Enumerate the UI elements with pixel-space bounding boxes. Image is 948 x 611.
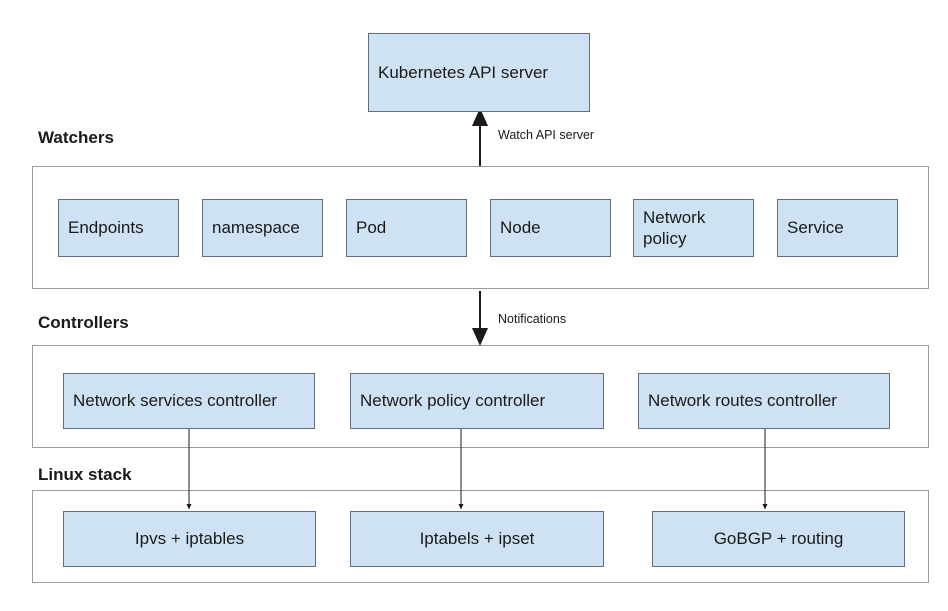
watcher-namespace: namespace bbox=[202, 199, 323, 257]
watcher-endpoints: Endpoints bbox=[58, 199, 179, 257]
kubernetes-api-server-label: Kubernetes API server bbox=[378, 62, 549, 82]
controllers-heading: Controllers bbox=[38, 313, 129, 332]
iptables-ipset-box: Iptabels + ipset bbox=[350, 511, 604, 567]
network-policy-controller: Network policy controller bbox=[350, 373, 604, 429]
ipvs-iptables-box: Ipvs + iptables bbox=[63, 511, 316, 567]
watcher-pod: Pod bbox=[346, 199, 467, 257]
linux-stack-heading: Linux stack bbox=[38, 465, 132, 484]
watch-api-label: Watch API server bbox=[498, 128, 595, 142]
network-routes-controller: Network routes controller bbox=[638, 373, 890, 429]
watcher-service: Service bbox=[777, 199, 898, 257]
watchers-heading: Watchers bbox=[38, 128, 114, 147]
watcher-node: Node bbox=[490, 199, 611, 257]
watcher-network-policy: Network policy bbox=[633, 199, 754, 257]
gobgp-routing-box: GoBGP + routing bbox=[652, 511, 905, 567]
notifications-label: Notifications bbox=[498, 312, 567, 326]
kubernetes-api-server-box: Kubernetes API server bbox=[368, 33, 590, 112]
network-services-controller: Network services controller bbox=[63, 373, 315, 429]
